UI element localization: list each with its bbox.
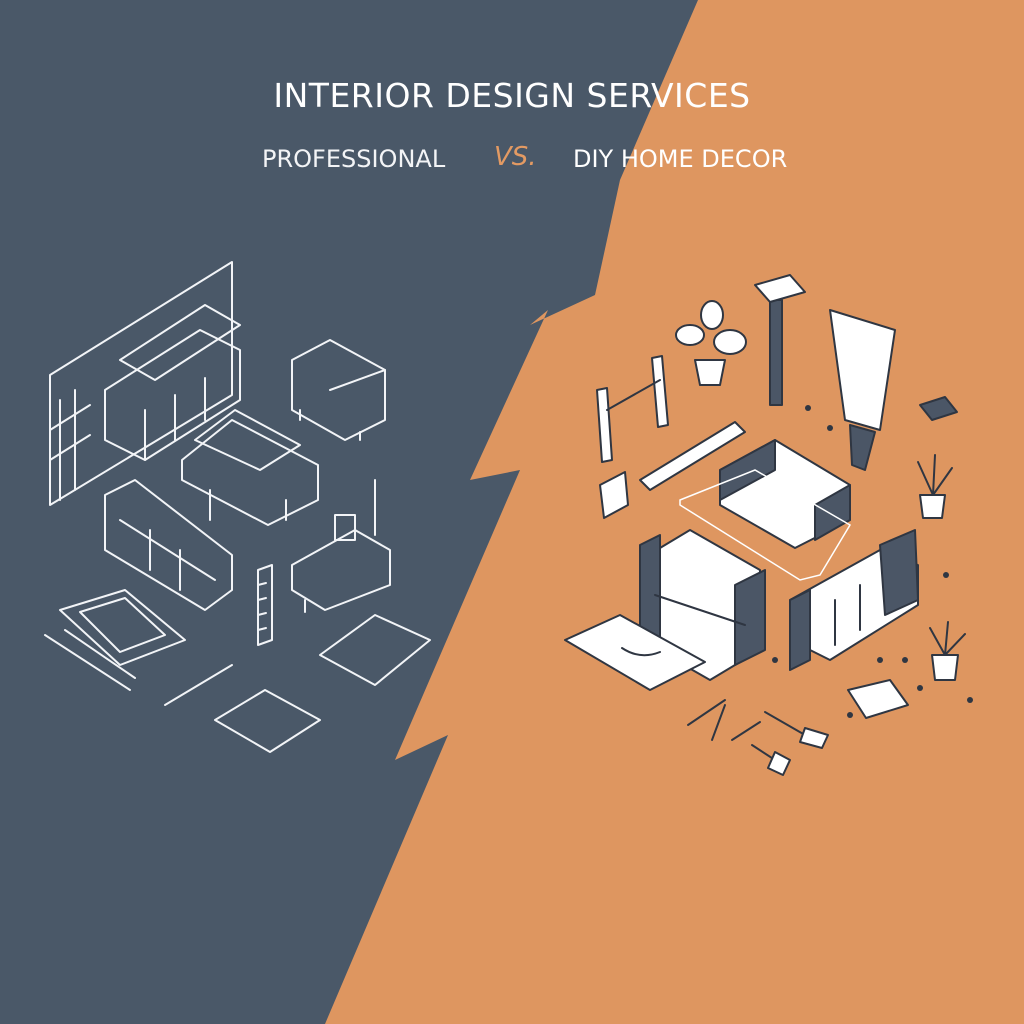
wrench-icon [687,699,761,741]
sponge-icon [847,396,958,719]
bookshelf-icon [104,479,233,611]
sofa-icon [679,439,852,581]
ruler-icon [257,564,273,646]
potted-plant-icon [675,300,966,681]
screw-icon [772,405,973,718]
floor-plan-icon [49,261,233,506]
pen-icon [44,629,233,706]
sectional-sofa-icon [181,409,319,526]
tablet-icon [59,589,431,753]
sawhorse-icon [596,355,669,463]
page-title: INTERIOR DESIGN SERVICES [273,76,751,115]
vs-text: VS. [494,142,537,172]
sofa-icon [104,304,241,461]
screwdriver-icon [751,711,829,776]
diy-panel [325,0,1024,1024]
level-icon [599,421,746,519]
vs-label: VS. [494,142,537,172]
diy-label: DIY HOME DECOR [573,145,788,173]
paintbrush-icon [829,309,896,471]
hammer-icon [754,274,806,406]
rug-icon [564,614,706,691]
bench-icon [291,339,386,441]
professional-label: PROFESSIONAL [262,145,446,173]
tv-console-icon [291,479,391,613]
